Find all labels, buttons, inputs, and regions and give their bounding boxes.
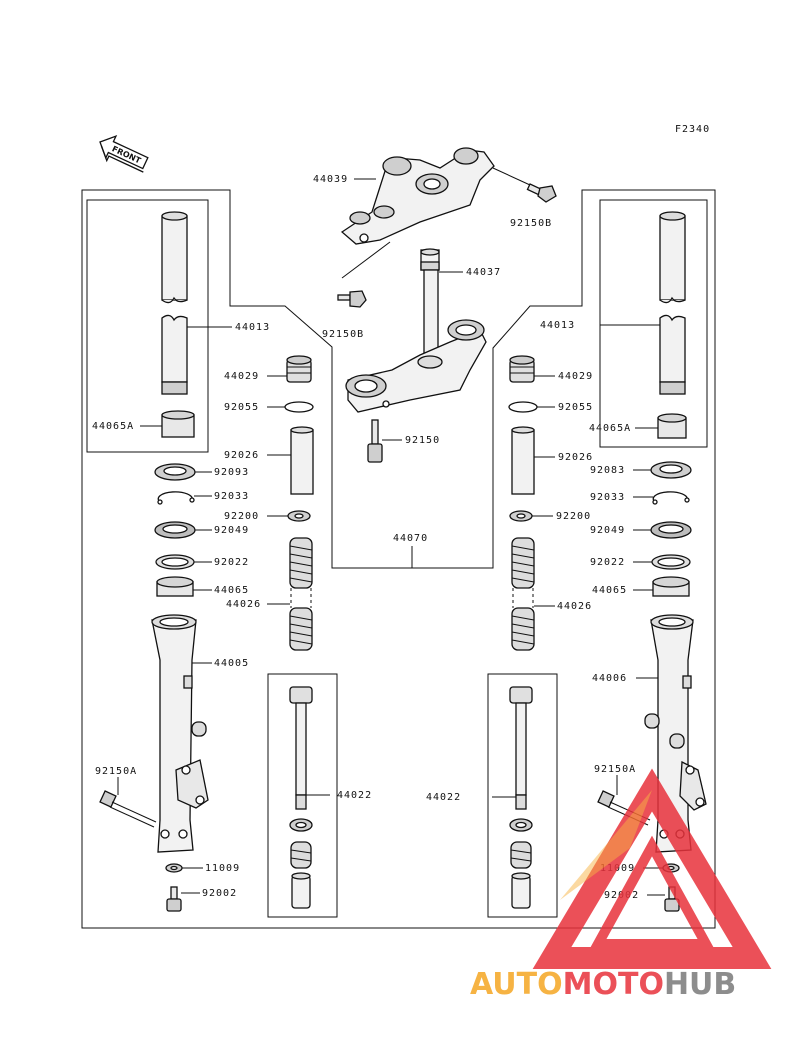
label-92022-left: 92022 xyxy=(214,557,249,568)
label-44065A-right: 44065A xyxy=(589,423,631,434)
label-11009-left: 11009 xyxy=(205,863,240,874)
left-washer-92022 xyxy=(155,554,195,570)
right-oil-seal-92049 xyxy=(650,521,692,539)
label-44006: 44006 xyxy=(592,673,627,684)
label-92093-left: 92093 xyxy=(214,467,249,478)
label-44065-right: 44065 xyxy=(592,585,627,596)
label-44026-left: 44026 xyxy=(226,599,261,610)
upper-bracket xyxy=(340,147,495,245)
right-spacer-92026 xyxy=(511,426,535,495)
right-spring-44026 xyxy=(511,537,535,651)
label-44005: 44005 xyxy=(214,658,249,669)
left-bushing-44065A xyxy=(161,410,195,438)
right-cartridge xyxy=(509,686,533,909)
right-dust-seal-92083 xyxy=(650,461,692,479)
label-92150A-left: 92150A xyxy=(95,766,137,777)
figure-code: F2340 xyxy=(675,124,710,135)
lower-bracket xyxy=(345,319,487,413)
label-44037: 44037 xyxy=(466,267,501,278)
label-92055-right: 92055 xyxy=(558,402,593,413)
right-inner-tube xyxy=(659,211,686,395)
label-44022-left: 44022 xyxy=(337,790,372,801)
main-outline xyxy=(81,189,716,929)
label-44026-right: 44026 xyxy=(557,601,592,612)
label-44013-right: 44013 xyxy=(540,320,575,331)
watermark-hub: HUB xyxy=(664,967,736,1002)
left-kit-box xyxy=(86,199,209,453)
automotohub-logo: AUTOMOTOHUB xyxy=(470,768,772,1002)
label-92150: 92150 xyxy=(405,435,440,446)
label-92200-left: 92200 xyxy=(224,511,259,522)
left-washer-92200 xyxy=(287,510,311,522)
right-washer-92022 xyxy=(651,554,691,570)
label-92150B-upper: 92150B xyxy=(510,218,552,229)
label-92055-left: 92055 xyxy=(224,402,259,413)
left-dust-seal-92093 xyxy=(154,463,196,481)
label-92150B-lower: 92150B xyxy=(322,329,364,340)
left-bolt-92002 xyxy=(166,886,182,912)
right-cap-44029 xyxy=(509,355,535,383)
left-cartridge-box xyxy=(267,673,338,918)
label-92033-right: 92033 xyxy=(590,492,625,503)
label-92083-right: 92083 xyxy=(590,465,625,476)
label-44022-right: 44022 xyxy=(426,792,461,803)
label-44070: 44070 xyxy=(393,533,428,544)
steering-stem xyxy=(420,248,440,361)
svg-text:AUTOMOTOHUB: AUTOMOTOHUB xyxy=(470,967,736,1002)
bolt-92150B-lower xyxy=(337,290,367,308)
label-44013-left: 44013 xyxy=(235,322,270,333)
label-44029-left: 44029 xyxy=(224,371,259,382)
left-spring-44026 xyxy=(289,537,313,651)
right-bushing-44065 xyxy=(652,576,690,597)
watermark-moto: MOTO xyxy=(563,967,664,1002)
label-92049-right: 92049 xyxy=(590,525,625,536)
label-92049-left: 92049 xyxy=(214,525,249,536)
left-bushing-44065 xyxy=(156,576,194,597)
label-44065-left: 44065 xyxy=(214,585,249,596)
label-92200-right: 92200 xyxy=(556,511,591,522)
label-92002-left: 92002 xyxy=(202,888,237,899)
left-circlip-92033 xyxy=(157,491,195,505)
left-gasket-11009 xyxy=(165,863,183,873)
left-outer-tube xyxy=(151,614,209,853)
label-92022-right: 92022 xyxy=(590,557,625,568)
bolt-92150B-upper xyxy=(492,167,557,203)
bolt-92150 xyxy=(367,419,383,463)
right-circlip-92033 xyxy=(652,491,690,505)
label-92033-left: 92033 xyxy=(214,491,249,502)
right-bushing-44065A xyxy=(657,413,687,439)
label-92026-left: 92026 xyxy=(224,450,259,461)
left-oring-92055 xyxy=(284,401,314,413)
label-44029-right: 44029 xyxy=(558,371,593,382)
label-44039: 44039 xyxy=(313,174,348,185)
label-44065A-left: 44065A xyxy=(92,421,134,432)
right-cartridge-box xyxy=(487,673,558,918)
label-92150A-right: 92150A xyxy=(594,764,636,775)
right-oring-92055 xyxy=(508,401,538,413)
left-oil-seal-92049 xyxy=(154,521,196,539)
left-cartridge xyxy=(289,686,313,909)
front-arrow-icon: FRONT xyxy=(99,135,149,173)
left-spacer-92026 xyxy=(290,426,314,495)
label-92026-right: 92026 xyxy=(558,452,593,463)
left-inner-tube xyxy=(161,211,188,395)
right-washer-92200 xyxy=(509,510,533,522)
left-axle-bolt-92150A xyxy=(99,790,157,828)
watermark-auto: AUTO xyxy=(470,967,563,1002)
left-cap-44029 xyxy=(286,355,312,383)
right-kit-box xyxy=(599,199,708,448)
